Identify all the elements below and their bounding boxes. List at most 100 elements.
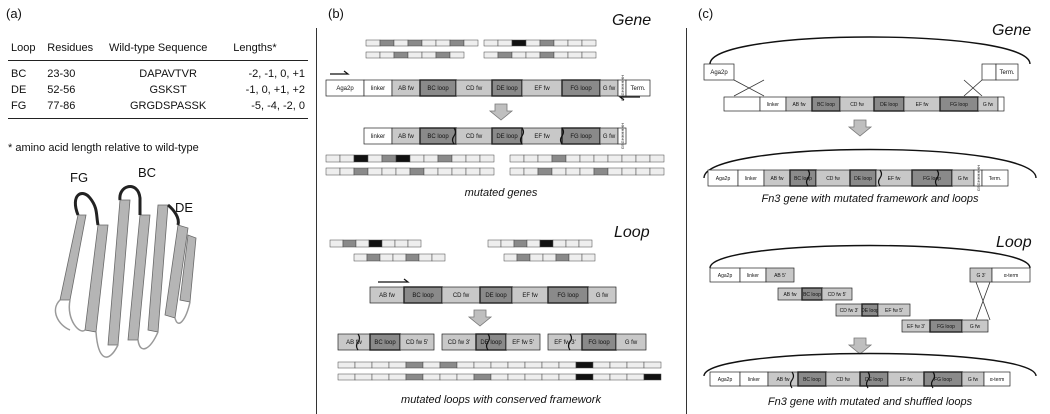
loop-frag-b-de-loop: DE loop bbox=[861, 303, 879, 317]
loop-result-bc-loop: BC loop bbox=[797, 371, 827, 387]
gene-row-ef-fw: EF fw bbox=[521, 79, 563, 97]
svg-text:EF fw 3': EF fw 3' bbox=[554, 340, 575, 346]
table-footnote: * amino acid length relative to wild-typ… bbox=[8, 142, 199, 154]
table-row: BC 23-30 DAPAVTVR -2, -1, 0, +1 bbox=[8, 61, 308, 83]
gene-row-aga2p: Aga2p bbox=[325, 79, 365, 97]
loop-fragment bbox=[329, 239, 344, 248]
table-cell: GSKST bbox=[149, 84, 187, 96]
svg-text:AB fw: AB fw bbox=[770, 176, 783, 182]
loop-row-cd-fw: CD fw bbox=[441, 286, 481, 304]
mutated-strip bbox=[381, 167, 397, 176]
loop-fragment bbox=[578, 239, 593, 248]
gene-fragment bbox=[365, 51, 381, 59]
svg-text:EF fw 5': EF fw 5' bbox=[885, 308, 903, 314]
loop-fragment bbox=[487, 239, 502, 248]
gene-result-cd-fw: CD fw bbox=[815, 169, 851, 187]
table-cell: FG bbox=[8, 98, 45, 119]
svg-text:Term.: Term. bbox=[631, 86, 646, 92]
beta-strand bbox=[59, 214, 87, 301]
loop-strip bbox=[626, 361, 645, 369]
beta-strand bbox=[127, 214, 151, 341]
vector-end-term-: Term. bbox=[995, 63, 1019, 81]
loop-fragment bbox=[581, 253, 596, 262]
loop-fragment bbox=[355, 239, 370, 248]
loop-result-ef-fw: EF fw bbox=[887, 371, 925, 387]
svg-text:AB fw: AB fw bbox=[346, 340, 362, 346]
loop-result-fg-loop: FG loop bbox=[923, 371, 963, 387]
mutated-strip bbox=[339, 154, 355, 163]
loop-strip bbox=[337, 373, 356, 381]
down-arrow-icon bbox=[488, 103, 514, 121]
plasmid-arc bbox=[703, 148, 1037, 179]
svg-text:AB 5': AB 5' bbox=[774, 273, 786, 279]
gene-fragment bbox=[581, 51, 597, 59]
gene-fragment bbox=[553, 51, 569, 59]
svg-text:Aga2p: Aga2p bbox=[336, 86, 354, 92]
squiggle-icon bbox=[485, 333, 491, 351]
beta-strand bbox=[107, 199, 131, 346]
squiggle-icon bbox=[519, 127, 525, 145]
gene-result-g-fw: G fw bbox=[951, 169, 975, 187]
svg-text:linker: linker bbox=[748, 377, 760, 383]
mutated-strip bbox=[409, 167, 425, 176]
loop-fragment bbox=[418, 253, 433, 262]
loop-strip bbox=[337, 361, 356, 369]
loop-result-g-fw: G fw bbox=[961, 371, 985, 387]
cross-line bbox=[963, 79, 983, 97]
loop-strip bbox=[575, 373, 594, 381]
mutated-strip bbox=[395, 154, 411, 163]
loop-result-aga2p: Aga2p bbox=[709, 371, 741, 387]
loop-strip bbox=[354, 361, 373, 369]
panel-c-label: (c) bbox=[698, 6, 714, 21]
mutated-gene-row-ab-fw: AB fw bbox=[391, 127, 421, 145]
loop-section-title: Loop bbox=[614, 224, 650, 241]
loop-strip bbox=[473, 361, 492, 369]
svg-text:G fw: G fw bbox=[970, 324, 981, 330]
gene-fragment bbox=[525, 39, 541, 47]
loop-result--term: α-term bbox=[983, 371, 1011, 387]
col-residues: Residues bbox=[44, 40, 106, 61]
svg-text:DE loop: DE loop bbox=[496, 134, 518, 140]
fragment-b-ef-fw-5-: EF fw 5' bbox=[505, 333, 541, 351]
gene-fragment bbox=[449, 51, 465, 59]
gene-insert- bbox=[997, 96, 1005, 112]
gene-fragment bbox=[553, 39, 569, 47]
loop-strip bbox=[388, 373, 407, 381]
mutated-gene-row-g-fw: G fw bbox=[599, 127, 619, 145]
mutated-strip bbox=[607, 154, 623, 163]
primer-arrow-icon bbox=[618, 96, 640, 101]
loop-fragment bbox=[381, 239, 396, 248]
loop-strip bbox=[354, 373, 373, 381]
gene-fragment bbox=[421, 39, 437, 47]
svg-text:G fw: G fw bbox=[983, 102, 994, 108]
squiggle-icon bbox=[559, 127, 565, 145]
svg-text:GSGHHHHHH: GSGHHHHHH bbox=[620, 75, 625, 101]
loop-fragment bbox=[516, 253, 531, 262]
fragment-b-de-loop: DE loop bbox=[475, 333, 507, 351]
svg-text:EF fw: EF fw bbox=[900, 377, 913, 383]
loop-strip bbox=[371, 361, 390, 369]
svg-text:CD fw: CD fw bbox=[836, 377, 850, 383]
fragment-c-fg-loop: FG loop bbox=[581, 333, 617, 351]
loop-fragment bbox=[407, 239, 422, 248]
col-loop: Loop bbox=[8, 40, 45, 61]
loop-fragment bbox=[392, 253, 407, 262]
table-cell: DAPAVTVR bbox=[139, 68, 197, 80]
panel-divider bbox=[316, 28, 317, 414]
gene-insert-cd-fw: CD fw bbox=[839, 96, 875, 112]
loop-fragment bbox=[405, 253, 420, 262]
svg-text:G fw: G fw bbox=[958, 176, 969, 182]
mutated-strip bbox=[593, 154, 609, 163]
squiggle-icon bbox=[865, 371, 871, 389]
svg-text:CD fw 5': CD fw 5' bbox=[406, 340, 428, 346]
svg-text:DE loop: DE loop bbox=[485, 293, 507, 299]
loop-vector-linker: linker bbox=[739, 267, 767, 283]
fg-loop bbox=[73, 192, 100, 226]
svg-text:G fw: G fw bbox=[968, 377, 979, 383]
gene-section-title: Gene bbox=[992, 22, 1032, 39]
gene-fragment bbox=[393, 51, 409, 59]
fragment-c-g-fw: G fw bbox=[615, 333, 647, 351]
mutated-strip bbox=[621, 167, 637, 176]
svg-text:AB fw: AB fw bbox=[398, 86, 414, 92]
